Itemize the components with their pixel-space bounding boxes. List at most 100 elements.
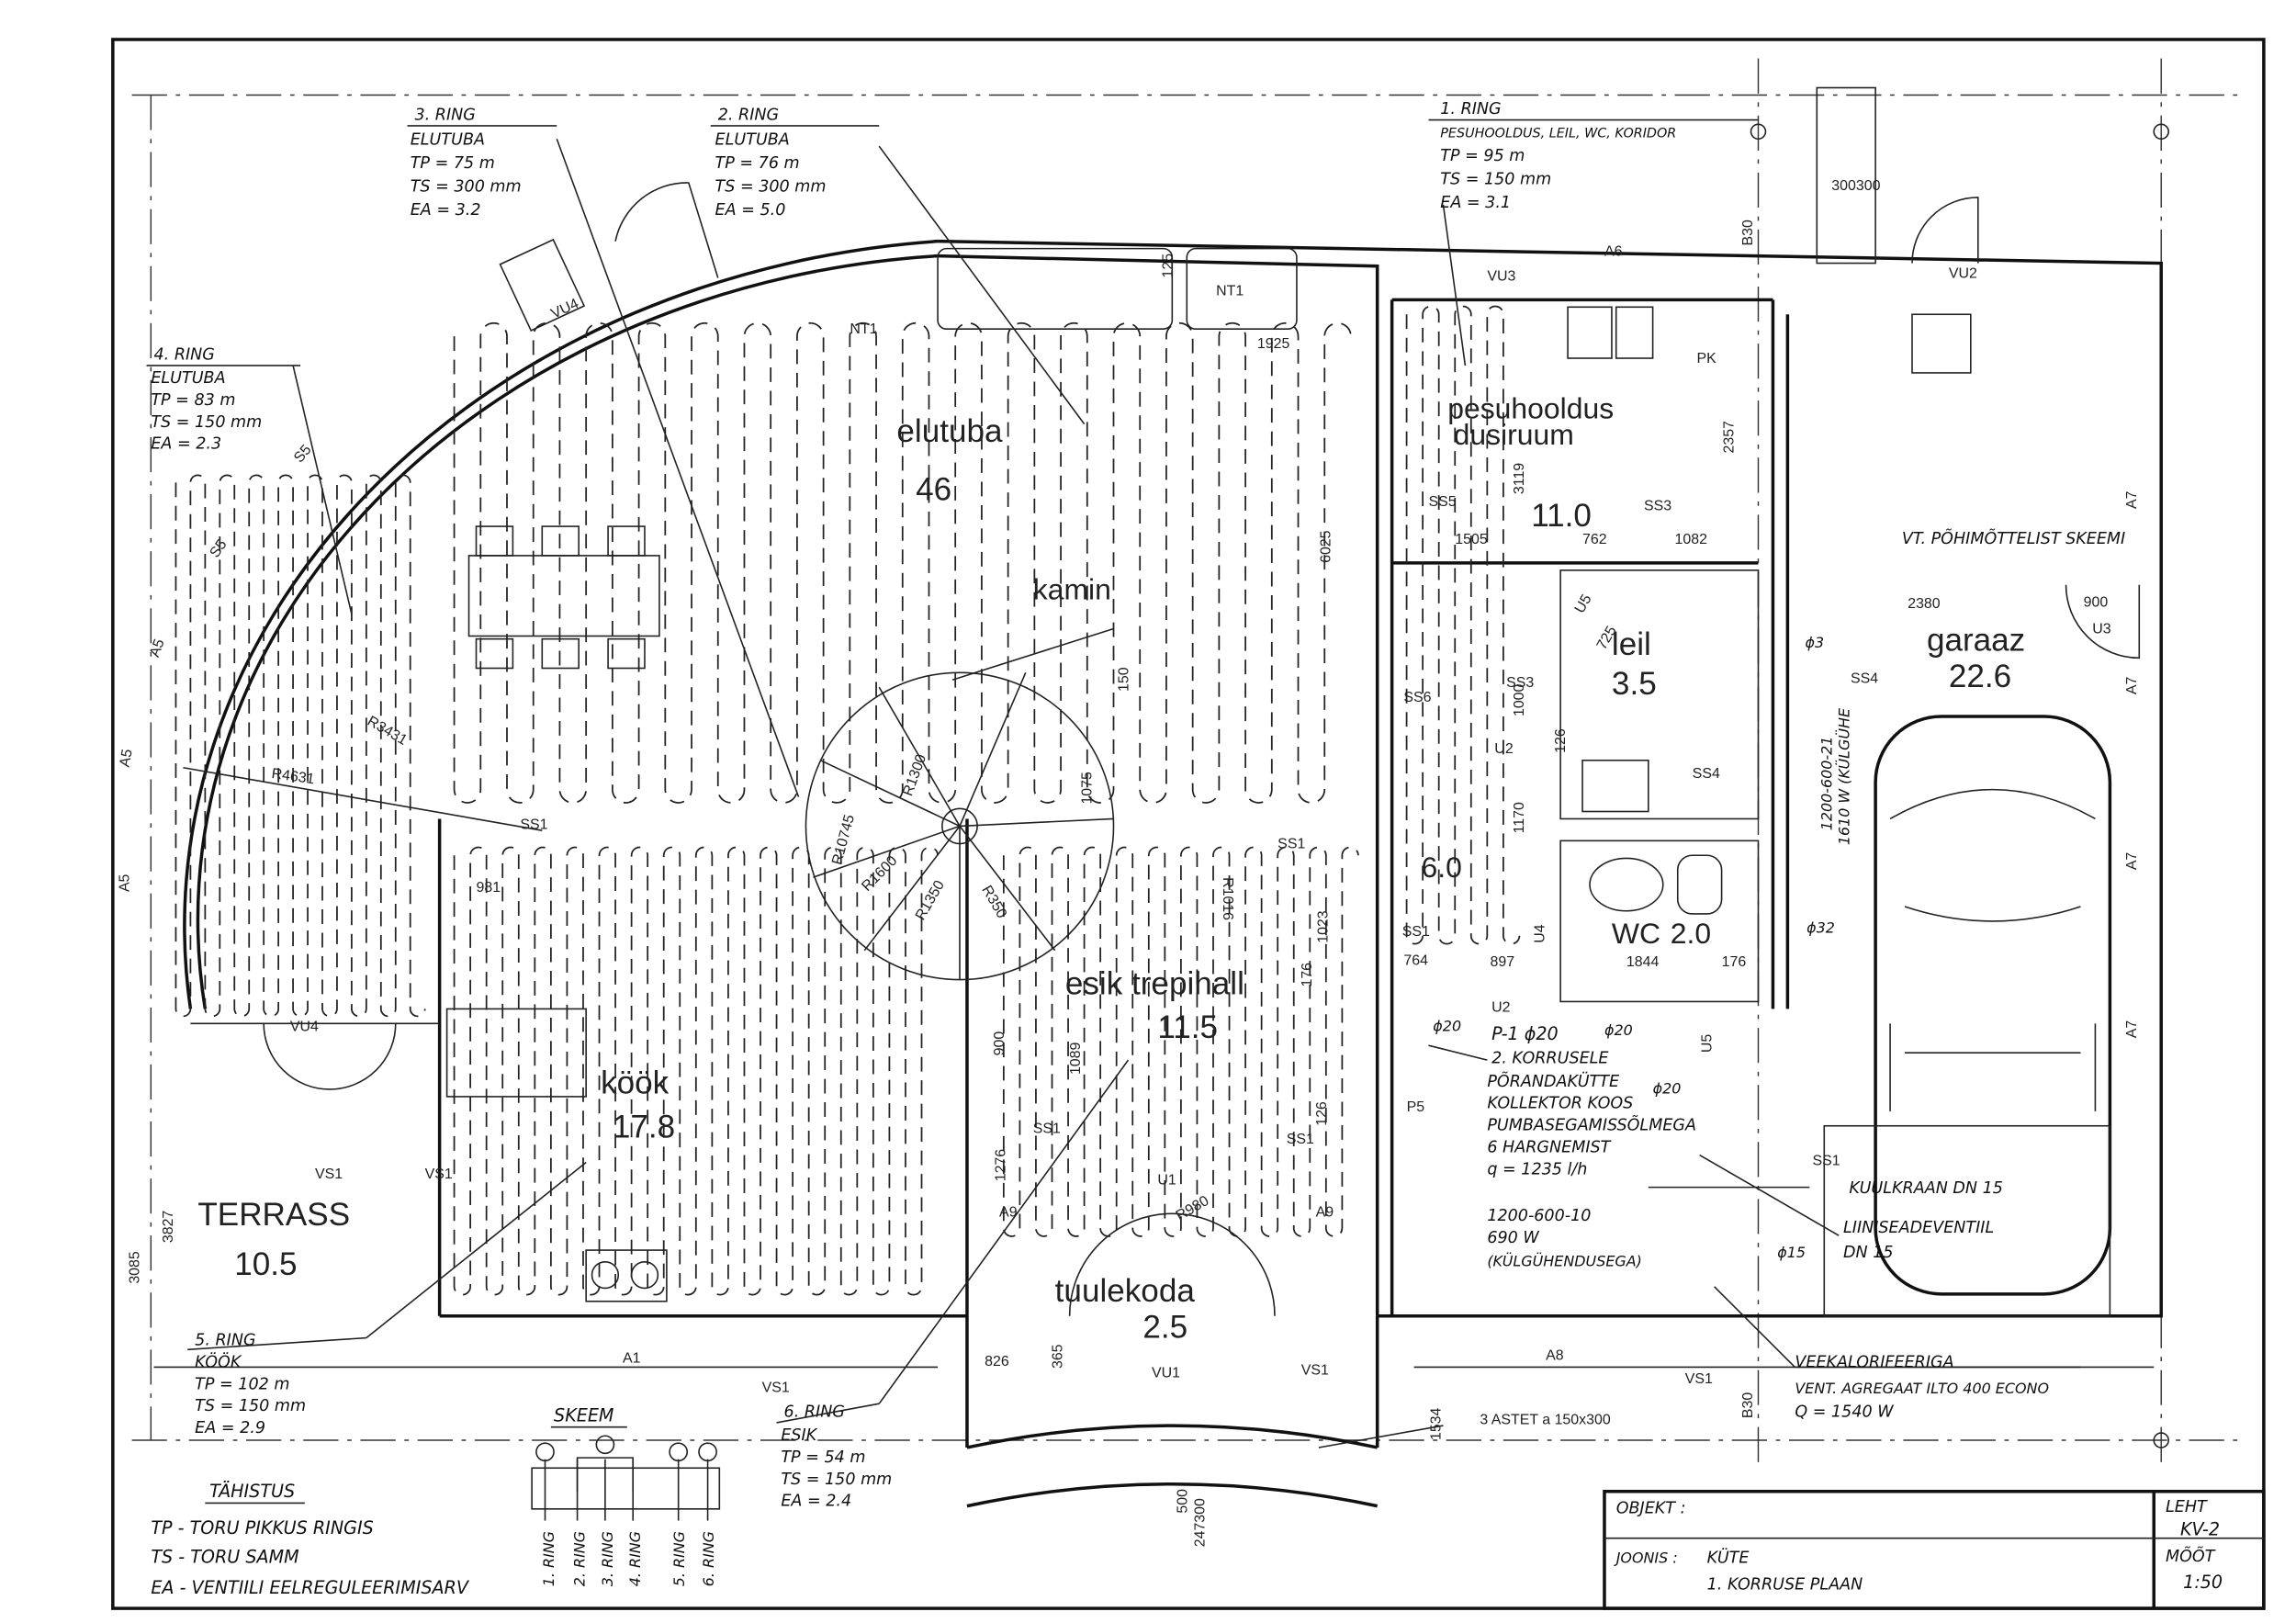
label: A7 (2124, 852, 2140, 871)
label: P5 (1407, 1099, 1425, 1115)
label: SS1 (1813, 1154, 1840, 1169)
label: A7 (2124, 677, 2140, 695)
skeem-ring: 1. RING (540, 1531, 557, 1586)
skeem-title: SKEEM (554, 1404, 613, 1426)
label: SS3 (1644, 499, 1671, 514)
room-terrass: TERRASS (197, 1197, 350, 1233)
dimension: 126 (1314, 1101, 1330, 1126)
label: U5 (1699, 1034, 1715, 1053)
room-esik-area: 11.5 (1157, 1009, 1218, 1045)
note-phi20c: ϕ20 (1604, 1021, 1633, 1039)
label: B30 (1740, 220, 1756, 245)
valve-icon (535, 1442, 555, 1462)
note-phi3: ϕ3 (1806, 634, 1825, 651)
leht-label: LEHT (2166, 1498, 2208, 1516)
note-liinisea-1: DN 15 (1843, 1244, 1894, 1262)
dimension: 6025 (1319, 530, 1334, 563)
technical-notes: VT. PÕHIMÕTTELIST SKEEMI P-1 ϕ20 2. KORR… (1433, 528, 2125, 1427)
dimension: 1170 (1512, 802, 1527, 833)
dimension: 176 (1722, 954, 1747, 970)
room-leil-area: 3.5 (1612, 666, 1657, 702)
room-wc: WC (1612, 917, 1660, 950)
ring-tp: TP = 83 m (151, 391, 235, 410)
joonis-label: JOONIS : (1614, 1550, 1678, 1567)
note-vent-0: VEEKALORIFEERIGA (1795, 1353, 1953, 1371)
note-phi20a: ϕ20 (1433, 1017, 1461, 1034)
dimension: R10745 (829, 813, 858, 866)
note-collector-3: 6 HARGNEMIST (1487, 1138, 1611, 1156)
note-vent-2: Q = 1540 W (1795, 1403, 1894, 1422)
ring-ea: EA = 2.9 (195, 1419, 265, 1437)
dimension: 365 (1051, 1344, 1066, 1369)
dimension: 1082 (1675, 532, 1708, 547)
ring-tp: TP = 102 m (195, 1375, 289, 1393)
dimension: 1000 (1512, 684, 1527, 717)
skeem-ring: 6. RING (700, 1531, 717, 1586)
ring-ea: EA = 2.4 (781, 1493, 851, 1511)
ring-tp: TP = 54 m (781, 1448, 865, 1467)
label: VU1 (1152, 1366, 1180, 1381)
ring-title: 1. RING (1440, 100, 1501, 118)
dimension: R1300 (900, 752, 929, 798)
ring-1-note: 1. RING PESUHOOLDUS, LEIL, WC, KORIDOR T… (1428, 100, 1759, 212)
objekt-label: OBJEKT : (1616, 1500, 1686, 1518)
dimension: 1925 (1257, 336, 1290, 352)
label: SS1 (1277, 836, 1305, 851)
ring-6-note: 6. RING ESIK TP = 54 m TS = 150 mm EA = … (776, 1403, 892, 1511)
dimension: 150 (1116, 667, 1131, 692)
room-elutuba: elutuba (896, 413, 1003, 449)
valve-icon (669, 1442, 689, 1462)
ring-4-note: 4. RING ELUTUBA TP = 83 m TS = 150 mm EA… (146, 346, 301, 454)
dimension: 762 (1582, 532, 1607, 547)
room-pesuhooldus: pesuhooldus (1447, 391, 1614, 424)
label: B30 (1740, 1392, 1756, 1418)
valve-icon (595, 1435, 615, 1455)
note-radiator-2: (KÜLGÜHENDUSEGA) (1487, 1253, 1642, 1270)
ring-title: 4. RING (154, 346, 215, 365)
room-garaaz-area: 22.6 (1949, 659, 2011, 694)
label: A5 (147, 637, 168, 659)
moot-label: MÕÕT (2166, 1546, 2216, 1566)
floor-heating-loops (174, 305, 1521, 1296)
note-collector-4: q = 1235 l/h (1487, 1160, 1587, 1178)
ring-5-note: 5. RING KÖÖK TP = 102 m TS = 150 mm EA =… (187, 1332, 366, 1437)
sheet-number: KV-2 (2180, 1519, 2220, 1540)
dimension: R1350 (913, 878, 948, 923)
dimension: 1089 (1068, 1043, 1084, 1076)
ring-tp: TP = 75 m (411, 154, 495, 173)
label: A8 (1546, 1347, 1564, 1363)
room-tuulekoda-area: 2.5 (1142, 1310, 1187, 1346)
dimension: 1534 (1428, 1407, 1444, 1440)
label: A1 (623, 1351, 641, 1367)
legend-item: EA - VENTIILI EELREGULEERIMISARV (151, 1577, 470, 1598)
label: SS1 (1402, 924, 1430, 940)
note-phi20b: ϕ20 (1653, 1080, 1682, 1098)
note-collector-2: PUMBASEGAMISSÕLMEGA (1487, 1115, 1696, 1135)
room-garaaz: garaaz (1927, 622, 2025, 658)
ring-tp: TP = 76 m (715, 154, 800, 173)
leader-lines (183, 138, 2081, 1448)
label: SS1 (1033, 1121, 1061, 1137)
label: A5 (117, 873, 132, 892)
dimensions: 1925 6025 2357 3119 1505 762 1082 2380 9… (128, 178, 2109, 1547)
label: A7 (2124, 1020, 2140, 1039)
note-radiator2-0: 1200-600-21 (1818, 737, 1835, 831)
ring-title: 3. RING (414, 107, 475, 125)
dimension: 176 (1300, 963, 1315, 987)
label: A9 (999, 1204, 1018, 1220)
room-terrass-area: 10.5 (234, 1246, 297, 1282)
heating-pipe-loop (453, 846, 939, 1296)
dimension: 826 (985, 1354, 1009, 1369)
dimension: 247300 (1192, 1498, 1208, 1547)
valve-icon (698, 1442, 717, 1462)
note-phi32: ϕ32 (1806, 919, 1835, 937)
label: A7 (2124, 490, 2140, 509)
label: SS1 (520, 817, 547, 833)
dimension: 1276 (993, 1149, 1008, 1182)
room-wc-area: 2.0 (1671, 917, 1711, 950)
note-phi15: ϕ15 (1777, 1244, 1806, 1261)
note-radiator2-1: 1610 W (KÜLGÜHE (1835, 707, 1852, 845)
ring-ts: TS = 300 mm (715, 178, 827, 197)
dimension: 897 (1491, 954, 1515, 970)
